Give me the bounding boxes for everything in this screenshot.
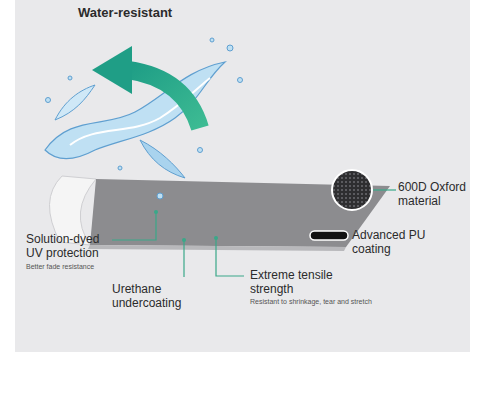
feature-heading: Water-resistant	[78, 6, 198, 20]
leader-dot	[214, 236, 218, 240]
feature-label: Urethane undercoating	[112, 282, 196, 310]
water-splash	[45, 38, 243, 199]
water-arrow	[92, 46, 200, 128]
sheet-edge	[88, 245, 346, 251]
feature-note: Better fade resistance	[26, 262, 146, 271]
coating-layer	[310, 231, 348, 240]
feature-label: 600D Oxford material	[398, 180, 476, 208]
background-panel	[15, 0, 470, 352]
leader-dot	[182, 238, 186, 242]
feature-label: Advanced PU coating	[352, 228, 452, 256]
feature-note: Resistant to shrinkage, tear and stretch	[250, 297, 450, 306]
leader-dot	[154, 210, 158, 214]
feature-label: Extreme tensile strength	[250, 268, 360, 296]
feature-label: Solution-dyed UV protection	[26, 232, 110, 260]
weave-magnifier	[332, 170, 372, 210]
